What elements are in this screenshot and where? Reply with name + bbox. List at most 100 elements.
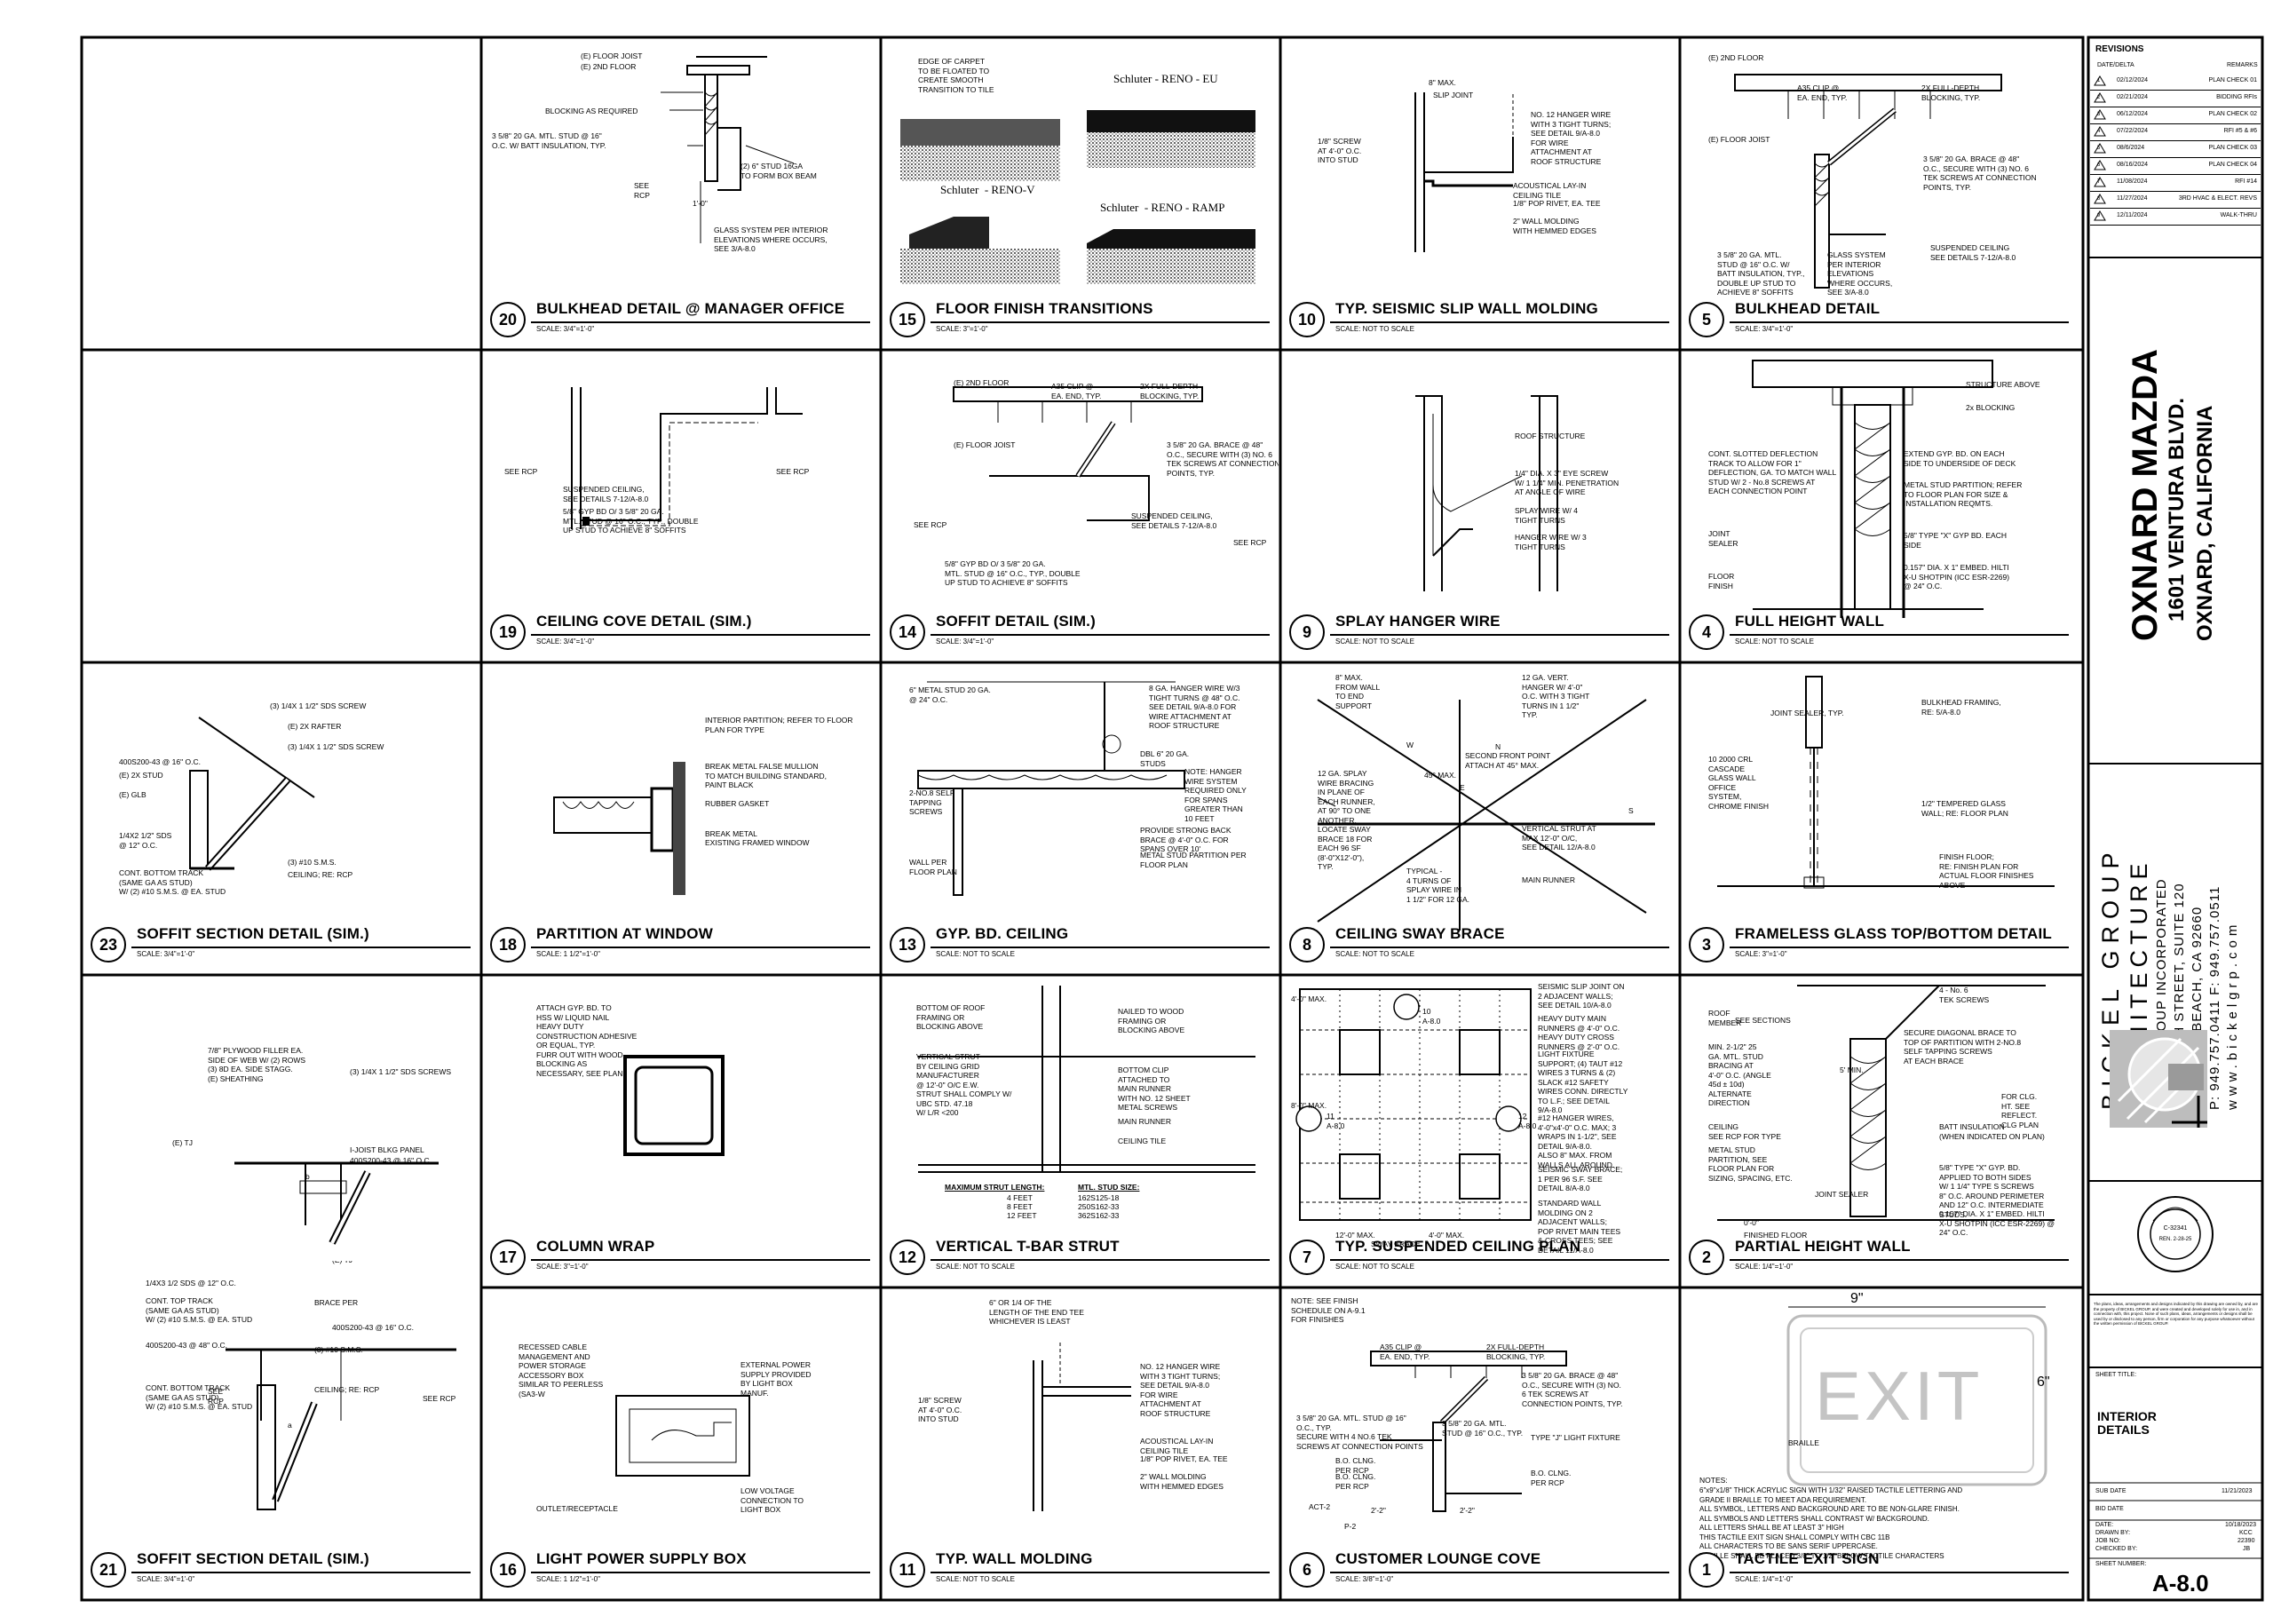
callout-note: ACOUSTICAL LAY-IN CEILING TILE	[1513, 181, 1587, 200]
callout-note: P-2	[1344, 1522, 1357, 1531]
detail-number: 15	[890, 302, 925, 337]
revision-date: 12/11/2024	[2117, 212, 2148, 218]
callout-note: 8'-0" MAX.	[1291, 1101, 1327, 1110]
detail-title-block: 14 SOFFIT DETAIL (SIM.) SCALE: 3/4"=1'-0…	[890, 613, 1270, 655]
callout-note: 6" METAL STUD 20 GA. @ 24" O.C.	[909, 685, 991, 704]
callout-note: (E) 2X RAFTER	[288, 722, 342, 731]
revision-row: 6 08/16/2024 PLAN CHECK 04	[2090, 157, 2261, 175]
detail-title: GYP. BD. CEILING	[936, 925, 1069, 942]
revision-delta-icon	[2094, 126, 2106, 137]
detail-drawing	[883, 1289, 1279, 1598]
callout-note: (E) 2ND FLOOR	[954, 378, 1010, 387]
firm-website: www.bickelgrp.com	[2225, 920, 2240, 1110]
title-underline	[131, 947, 471, 948]
callout-note: (3) 1/4X 1 1/2" SDS SCREWS	[350, 1067, 452, 1076]
callout-note: 12 A-8.0	[1518, 1112, 1537, 1130]
table-header: MTL. STUD SIZE:	[1078, 1183, 1140, 1192]
title-underline	[1330, 1572, 1669, 1573]
callout-note: TYPICAL - 4 TURNS OF SPLAY WIRE IN 1 1/2…	[1406, 867, 1470, 904]
detail-scale: SCALE: NOT TO SCALE	[1335, 638, 1414, 646]
callout-note: 8" MAX. FROM WALL TO END SUPPORT	[1335, 673, 1381, 710]
callout-note: ROOF STRUCTURE	[1515, 432, 1586, 440]
detail-title-block: 6 CUSTOMER LOUNGE COVE SCALE: 3/8"=1'-0"	[1289, 1550, 1669, 1593]
revision-row: 5 08/6/2024 PLAN CHECK 03	[2090, 140, 2261, 158]
callout-note: Schluter - RENO - RAMP	[1100, 201, 1225, 214]
firm-logo	[2110, 1030, 2207, 1128]
title-underline	[931, 1259, 1270, 1261]
revision-date: 08/16/2024	[2117, 162, 2149, 168]
callout-note: BULKHEAD FRAMING, RE: 5/A-8.0	[1921, 698, 2001, 717]
revision-date: 11/08/2024	[2117, 178, 2148, 185]
revision-remark: PLAN CHECK 03	[2208, 145, 2257, 151]
detail-title: TYP. SUSPENDED CEILING PLAN	[1335, 1238, 1581, 1255]
callout-note: A35 CLIP @ EA. END, TYP.	[1797, 83, 1848, 102]
detail-drawing	[1282, 977, 1678, 1286]
revision-remark: BIDDING RFIs	[2216, 94, 2257, 100]
callout-note: CONT. BOTTOM TRACK (SAME GA AS STUD) W/ …	[146, 1383, 253, 1411]
title-underline	[1730, 321, 2069, 323]
callout-note: A35 CLIP @ EA. END, TYP.	[1051, 382, 1102, 400]
callout-note: N	[1495, 742, 1501, 751]
callout-note: #12 HANGER WIRES, 4'-0"x4'-0" O.C. MAX; …	[1538, 1113, 1617, 1169]
date-value: 10/18/2023	[2225, 1522, 2257, 1528]
callout-note: 0.157" DIA. X 1" EMBED. HILTI X-U SHOTPI…	[1939, 1209, 2055, 1237]
callout-note: FINISH FLOOR; RE: FINISH PLAN FOR ACTUAL…	[1939, 852, 2034, 890]
detail-number: 20	[490, 302, 526, 337]
callout-note: CEILING; RE: RCP	[288, 870, 353, 879]
callout-note: (2) 6" STUD 16GA TO FORM BOX BEAM	[741, 162, 817, 180]
revision-date: 07/22/2024	[2117, 128, 2149, 134]
callout-note: (3) 1/4X 1 1/2" SDS SCREW	[270, 701, 367, 710]
revision-date: 08/6/2024	[2117, 145, 2145, 151]
callout-note: SEE RCP	[1233, 538, 1267, 547]
revision-delta-icon	[2094, 210, 2106, 221]
callout-note: 12 GA. VERT. HANGER W/ 4'-0" O.C. WITH 3…	[1522, 673, 1590, 719]
detail-title-block: 20 BULKHEAD DETAIL @ MANAGER OFFICE SCAL…	[490, 300, 870, 343]
callout-note: 9"	[1850, 1291, 1864, 1306]
callout-note: METAL STUD PARTITION, SEE FLOOR PLAN FOR…	[1708, 1145, 1793, 1183]
detail-title-block: 2 PARTIAL HEIGHT WALL SCALE: 1/4"=1'-0"	[1689, 1238, 2069, 1280]
callout-note: STANDARD WALL MOLDING ON 2 ADJACENT WALL…	[1538, 1199, 1621, 1255]
revision-remark: WALK-THRU	[2220, 212, 2257, 218]
detail-panel-8: 8" MAX. FROM WALL TO END SUPPORT 12 GA. V…	[1282, 664, 1678, 973]
revision-remark: PLAN CHECK 01	[2208, 77, 2257, 83]
detail-title: SPLAY HANGER WIRE	[1335, 613, 1501, 630]
callout-note: SPLAY WIRE W/ 4 TIGHT TURNS	[1515, 506, 1579, 525]
callout-note: PROVIDE STRONG BACK BRACE @ 4'-0" O.C. F…	[1140, 826, 1232, 853]
detail-title-block: 23 SOFFIT SECTION DETAIL (SIM.) SCALE: 3…	[91, 925, 471, 968]
callout-note: Schluter - RENO-V	[940, 183, 1035, 196]
callout-note: b	[305, 1172, 310, 1181]
detail-title: SOFFIT SECTION DETAIL (SIM.)	[137, 1550, 369, 1567]
callout-note: Schluter - RENO - EU	[1113, 72, 1218, 85]
revision-date: 02/21/2024	[2117, 94, 2149, 100]
detail-panel-19: SUSPENDED CEILING, SEE DETAILS 7-12/A-8.…	[483, 352, 879, 661]
callout-note: (E) TJ	[172, 1138, 193, 1147]
detail-title: BULKHEAD DETAIL	[1735, 300, 1881, 317]
callout-note: SEE RCP	[208, 1387, 224, 1406]
callout-note: CONT. SLOTTED DEFLECTION TRACK TO ALLOW …	[1708, 449, 1837, 495]
title-underline	[931, 321, 1270, 323]
detail-panel-12: BOTTOM OF ROOF FRAMING OR BLOCKING ABOVE…	[883, 977, 1279, 1286]
sheet-title: INTERIOR DETAILS	[2097, 1409, 2157, 1437]
revision-delta-icon	[2094, 109, 2106, 120]
detail-number: 23	[91, 927, 126, 963]
revision-number: 5	[2097, 146, 2101, 151]
callout-note: SLIP JOINT	[1433, 91, 1474, 99]
detail-scale: SCALE: NOT TO SCALE	[1335, 950, 1414, 958]
detail-title: LIGHT POWER SUPPLY BOX	[536, 1550, 747, 1567]
callout-note: (E) 2ND FLOOR	[1708, 53, 1764, 62]
callout-note: (E) 2ND FLOOR	[581, 62, 637, 71]
callout-note: (E) 2X STUD	[119, 771, 163, 780]
callout-note: SUSPENDED CEILING, SEE DETAILS 7-12/A-8.…	[1131, 511, 1217, 530]
detail-drawing	[1682, 39, 2078, 348]
detail-panel-11: 6" OR 1/4 OF THE LENGTH OF THE END TEE W…	[883, 1289, 1279, 1598]
detail-number: 6	[1289, 1552, 1325, 1588]
callout-note: A35 CLIP @ EA. END, TYP.	[1380, 1343, 1430, 1361]
title-underline	[131, 1572, 471, 1573]
callout-note: 1/2" TEMPERED GLASS WALL; RE: FLOOR PLAN	[1921, 799, 2008, 818]
